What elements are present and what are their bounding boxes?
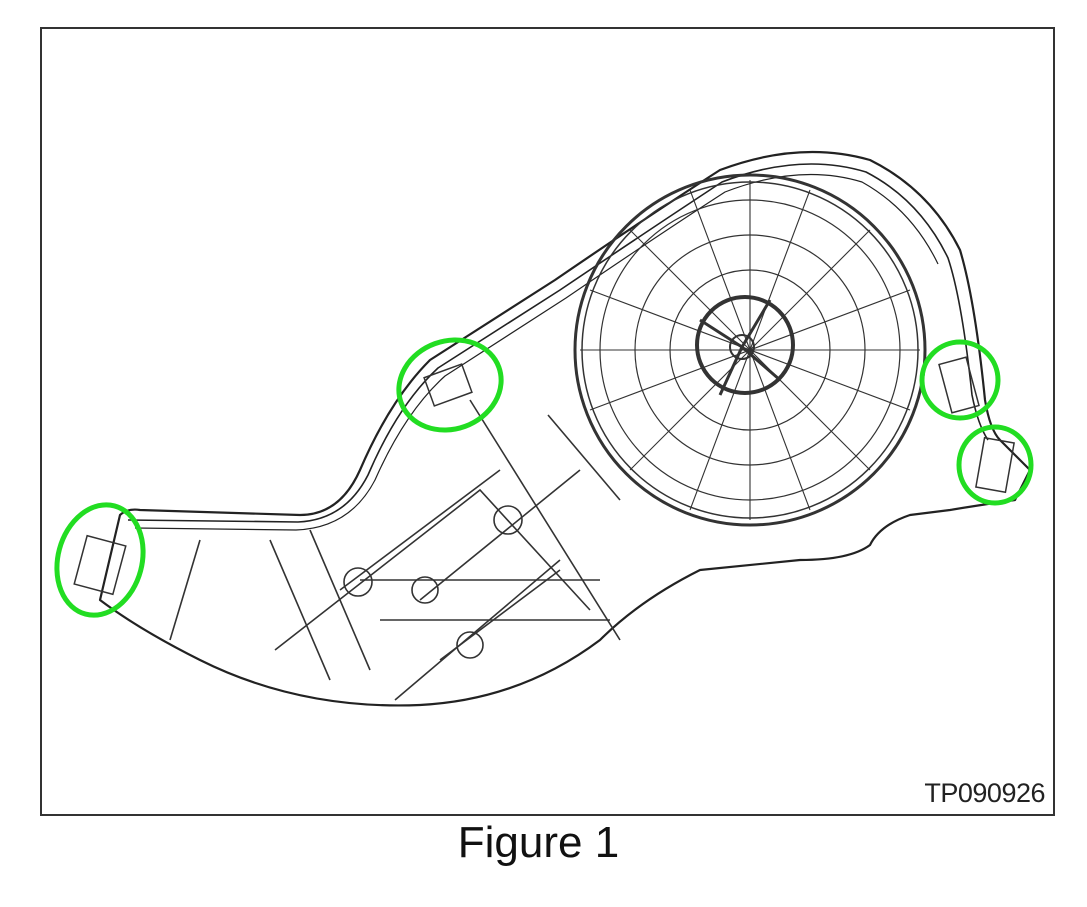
figure-caption: Figure 1 xyxy=(457,818,620,867)
highlight-right-lower-clip xyxy=(956,424,1034,506)
housing-outline xyxy=(98,150,1032,707)
blower-wheel xyxy=(573,173,927,527)
highlight-right-upper-clip xyxy=(919,339,1001,421)
highlight-markers xyxy=(54,337,1034,618)
highlight-center-clip xyxy=(396,337,504,433)
tab-clips xyxy=(73,356,1015,596)
lower-ribs xyxy=(169,399,621,701)
highlight-left-clip xyxy=(54,502,146,618)
part-number: TP090926 xyxy=(924,778,1045,808)
figure-frame xyxy=(40,27,1055,816)
